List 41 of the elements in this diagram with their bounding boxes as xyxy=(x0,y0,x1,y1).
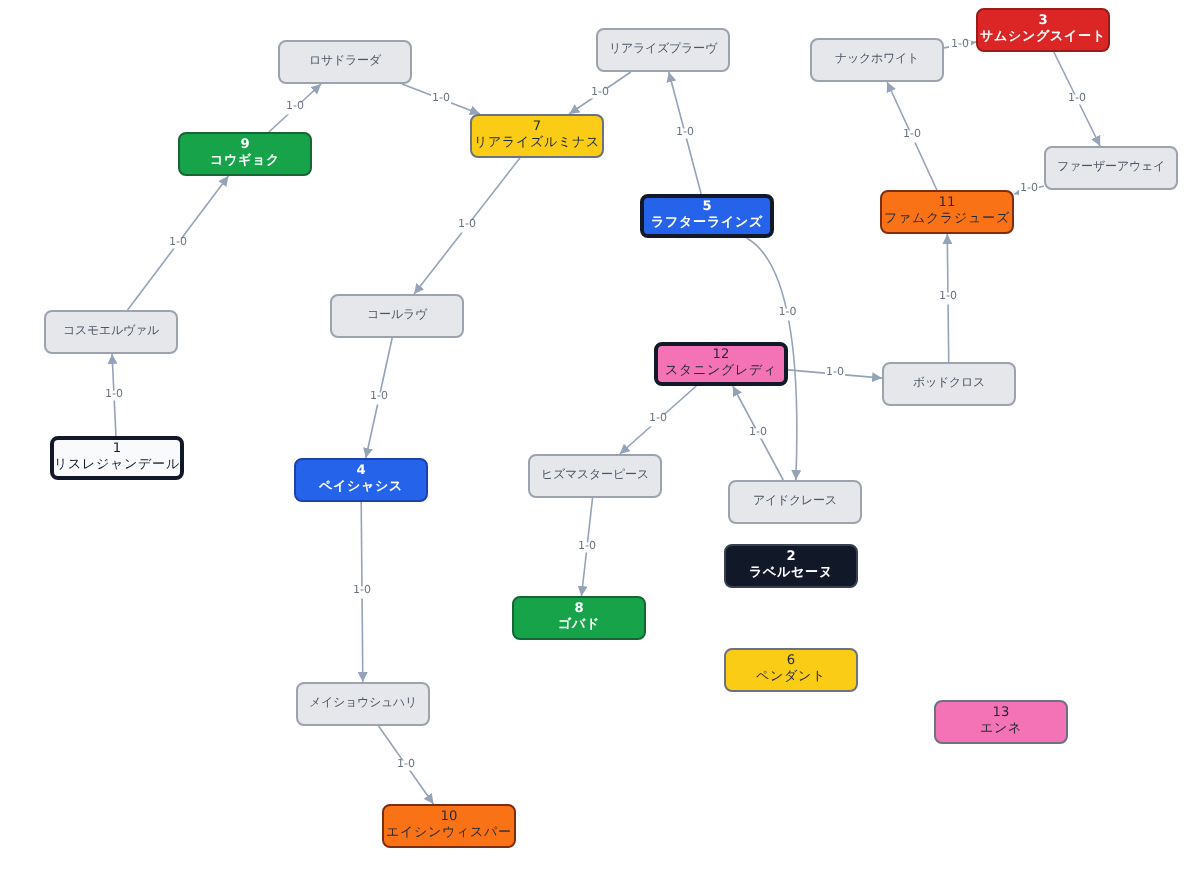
arrow xyxy=(126,175,230,311)
arrow xyxy=(363,337,393,459)
node-box xyxy=(724,648,858,692)
arrow xyxy=(357,501,368,683)
arrow xyxy=(401,83,481,116)
node-box xyxy=(178,132,312,176)
node-box xyxy=(528,454,662,498)
arrow xyxy=(886,81,938,191)
arrow xyxy=(1053,51,1101,147)
arrow xyxy=(568,71,632,115)
node-box xyxy=(596,28,730,72)
arrow xyxy=(942,233,953,363)
node-box xyxy=(278,40,412,84)
node-box xyxy=(294,458,428,502)
node-box xyxy=(640,194,774,238)
node-box xyxy=(330,294,464,338)
node-box xyxy=(654,342,788,386)
node-box xyxy=(724,544,858,588)
node-box xyxy=(810,38,944,82)
arrow xyxy=(732,385,784,481)
node-box xyxy=(296,682,430,726)
arrow xyxy=(377,725,435,805)
arrow xyxy=(577,497,594,597)
node-box xyxy=(728,480,862,524)
node-box xyxy=(512,596,646,640)
arrow xyxy=(413,157,521,295)
node-box xyxy=(470,114,604,158)
arrow xyxy=(787,369,883,383)
node-box xyxy=(882,362,1016,406)
arrow xyxy=(666,71,702,195)
node-box xyxy=(382,804,516,848)
arrow xyxy=(618,385,698,455)
arrow xyxy=(268,83,322,133)
node-box xyxy=(880,190,1014,234)
node-box xyxy=(50,436,184,480)
node-box xyxy=(934,700,1068,744)
node-box xyxy=(1044,146,1178,190)
arrow xyxy=(107,353,118,437)
node-box xyxy=(976,8,1110,52)
node-box xyxy=(44,310,178,354)
arrow xyxy=(745,237,802,481)
